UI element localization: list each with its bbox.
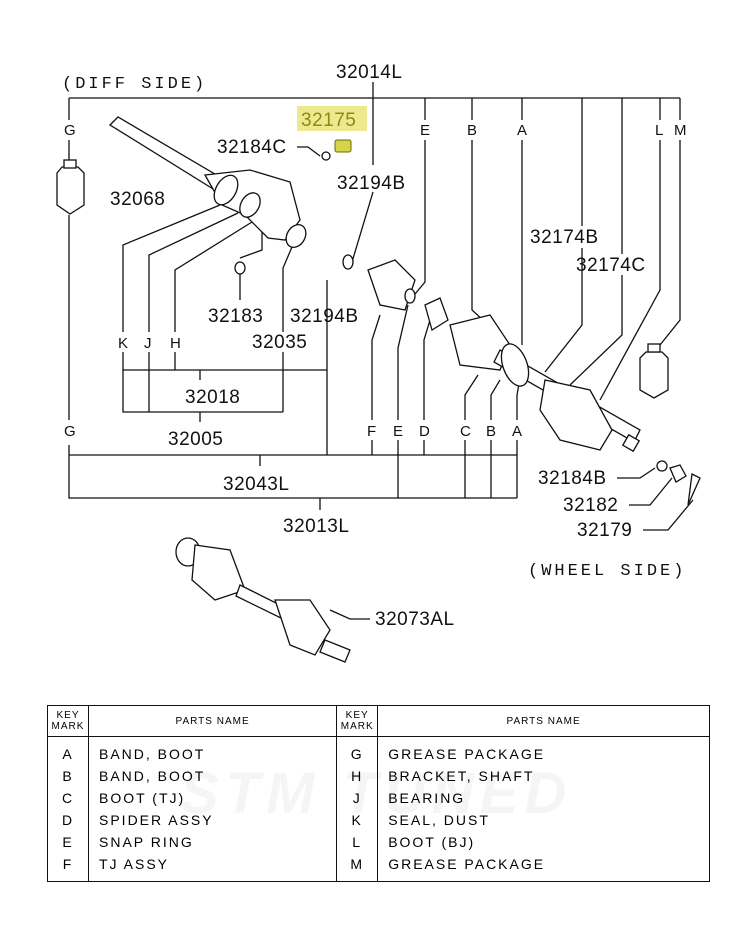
key-mark: L	[336, 831, 378, 853]
part-number-32182[interactable]: 32182	[563, 495, 618, 516]
key-letter: B	[467, 122, 477, 139]
key-letter: E	[393, 423, 403, 440]
part-name: TJ ASSY	[87, 853, 337, 882]
part-number-32073AL[interactable]: 32073AL	[375, 609, 455, 630]
parts-name-header: PARTS NAME	[87, 705, 337, 737]
key-letters: G E B A L M K J H G F E D C B A	[64, 122, 687, 440]
key-letter: C	[460, 423, 471, 440]
grease-package-g-icon	[56, 159, 85, 215]
key-mark: K	[336, 809, 378, 831]
grease-package-m-icon	[639, 343, 669, 399]
key-mark-header: KEY MARK	[336, 705, 378, 737]
key-mark: B	[62, 768, 74, 784]
part-number-32035[interactable]: 32035	[252, 332, 307, 353]
part-number-32175[interactable]: 32175	[301, 110, 356, 131]
key-mark: F	[62, 856, 74, 872]
part-name: SNAP RING	[87, 831, 337, 853]
part-name: SPIDER ASSY	[87, 809, 337, 831]
key-mark: J	[336, 787, 378, 809]
part-number-32013L[interactable]: 32013L	[283, 516, 349, 537]
part-name: GREASE PACKAGE	[377, 736, 710, 765]
complete-drive-shaft-icon	[175, 537, 351, 663]
key-mark: H	[336, 765, 378, 787]
highlight-box	[297, 106, 367, 131]
part-number-32179[interactable]: 32179	[577, 520, 632, 541]
key-letter: M	[674, 122, 687, 139]
part-name: SEAL, DUST	[377, 809, 710, 831]
part-number-32194B[interactable]: 32194B	[290, 306, 359, 327]
key-mark: A	[62, 746, 74, 762]
part-number-32005[interactable]: 32005	[168, 429, 223, 450]
bolt-32175-icon	[321, 139, 354, 270]
key-letter: A	[517, 122, 527, 139]
wheel-side-label: (WHEEL SIDE)	[528, 562, 686, 581]
part-name: BAND, BOOT	[87, 736, 337, 765]
part-number-32184C[interactable]: 32184C	[217, 137, 287, 158]
part-number-32184B[interactable]: 32184B	[538, 468, 607, 489]
part-number-32183[interactable]: 32183	[208, 306, 263, 327]
parts-legend-table: KEY MARK PARTS NAME KEY MARK PARTS NAME …	[47, 705, 710, 882]
key-letter: K	[118, 335, 128, 352]
part-number-32174B[interactable]: 32174B	[530, 227, 599, 248]
key-mark: C	[61, 790, 75, 806]
key-letter: L	[655, 122, 663, 139]
key-letter: E	[420, 122, 430, 139]
key-mark-header: KEY MARK	[47, 705, 89, 737]
table-header-row: KEY MARK PARTS NAME KEY MARK PARTS NAME	[47, 705, 710, 737]
part-name: BOOT (TJ)	[87, 787, 337, 809]
key-letter: B	[486, 423, 496, 440]
intermediate-shaft-icon	[108, 116, 307, 275]
parts-diagram: (DIFF SIDE) (WHEEL SIDE) 32175 32014L 32…	[56, 62, 701, 663]
key-letter: D	[419, 423, 430, 440]
key-mark: E	[62, 834, 74, 850]
key-mark: M	[336, 853, 378, 882]
part-number-32068[interactable]: 32068	[110, 189, 165, 210]
part-name: BEARING	[377, 787, 710, 809]
part-name: BAND, BOOT	[87, 765, 337, 787]
part-number-32018[interactable]: 32018	[185, 387, 240, 408]
key-letter: G	[64, 423, 76, 440]
parts-name-header: PARTS NAME	[377, 705, 710, 737]
part-name: BOOT (BJ)	[377, 831, 710, 853]
key-letter: A	[512, 423, 522, 440]
part-name: BRACKET, SHAFT	[377, 765, 710, 787]
part-number-labels: 32014L 32184C 32068 32194B 32174B 32174C…	[110, 62, 646, 630]
part-name: GREASE PACKAGE	[377, 853, 710, 882]
key-letter: H	[170, 335, 181, 352]
diff-side-label: (DIFF SIDE)	[62, 75, 207, 94]
key-letter: F	[367, 423, 376, 440]
key-mark: D	[61, 812, 75, 828]
part-number-32194B[interactable]: 32194B	[337, 173, 406, 194]
key-letter: J	[144, 335, 152, 352]
drive-shaft-assembly-icon	[367, 259, 701, 506]
key-letter: G	[64, 122, 76, 139]
key-mark: G	[336, 736, 378, 765]
part-number-32174C[interactable]: 32174C	[576, 255, 646, 276]
part-number-32043L[interactable]: 32043L	[223, 474, 289, 495]
part-number-32014L[interactable]: 32014L	[336, 62, 402, 83]
